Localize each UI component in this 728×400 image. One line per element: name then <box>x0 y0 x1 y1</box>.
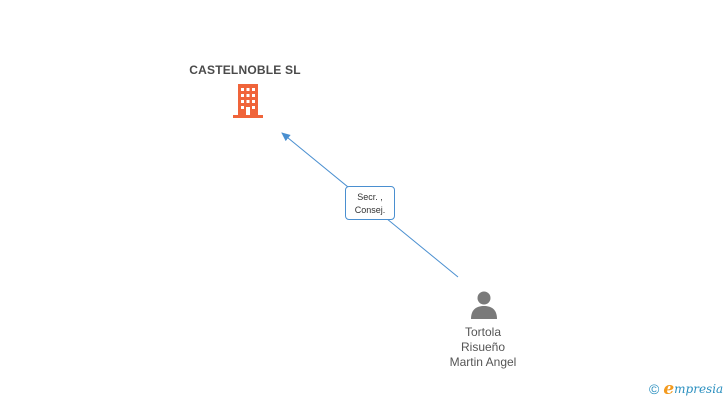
copyright-icon: © <box>649 381 660 397</box>
person-name[interactable]: Tortola Risueño Martin Angel <box>430 325 536 370</box>
brand-logo: © e mpresia <box>649 379 724 399</box>
role-badge[interactable]: Secr. , Consej. <box>345 186 395 220</box>
role-label-line1: Secr. , <box>357 192 383 202</box>
role-label-line2: Consej. <box>354 205 386 215</box>
person-icon[interactable] <box>469 290 499 320</box>
person-name-line2: Risueño <box>460 340 506 354</box>
company-name[interactable]: CASTELNOBLE SL <box>189 63 301 77</box>
building-icon[interactable] <box>231 83 265 119</box>
logo-initial: e <box>663 379 675 399</box>
person-name-line1: Tortola <box>464 325 502 339</box>
person-name-line3: Martin Angel <box>449 355 517 369</box>
logo-text: mpresia <box>674 382 724 396</box>
